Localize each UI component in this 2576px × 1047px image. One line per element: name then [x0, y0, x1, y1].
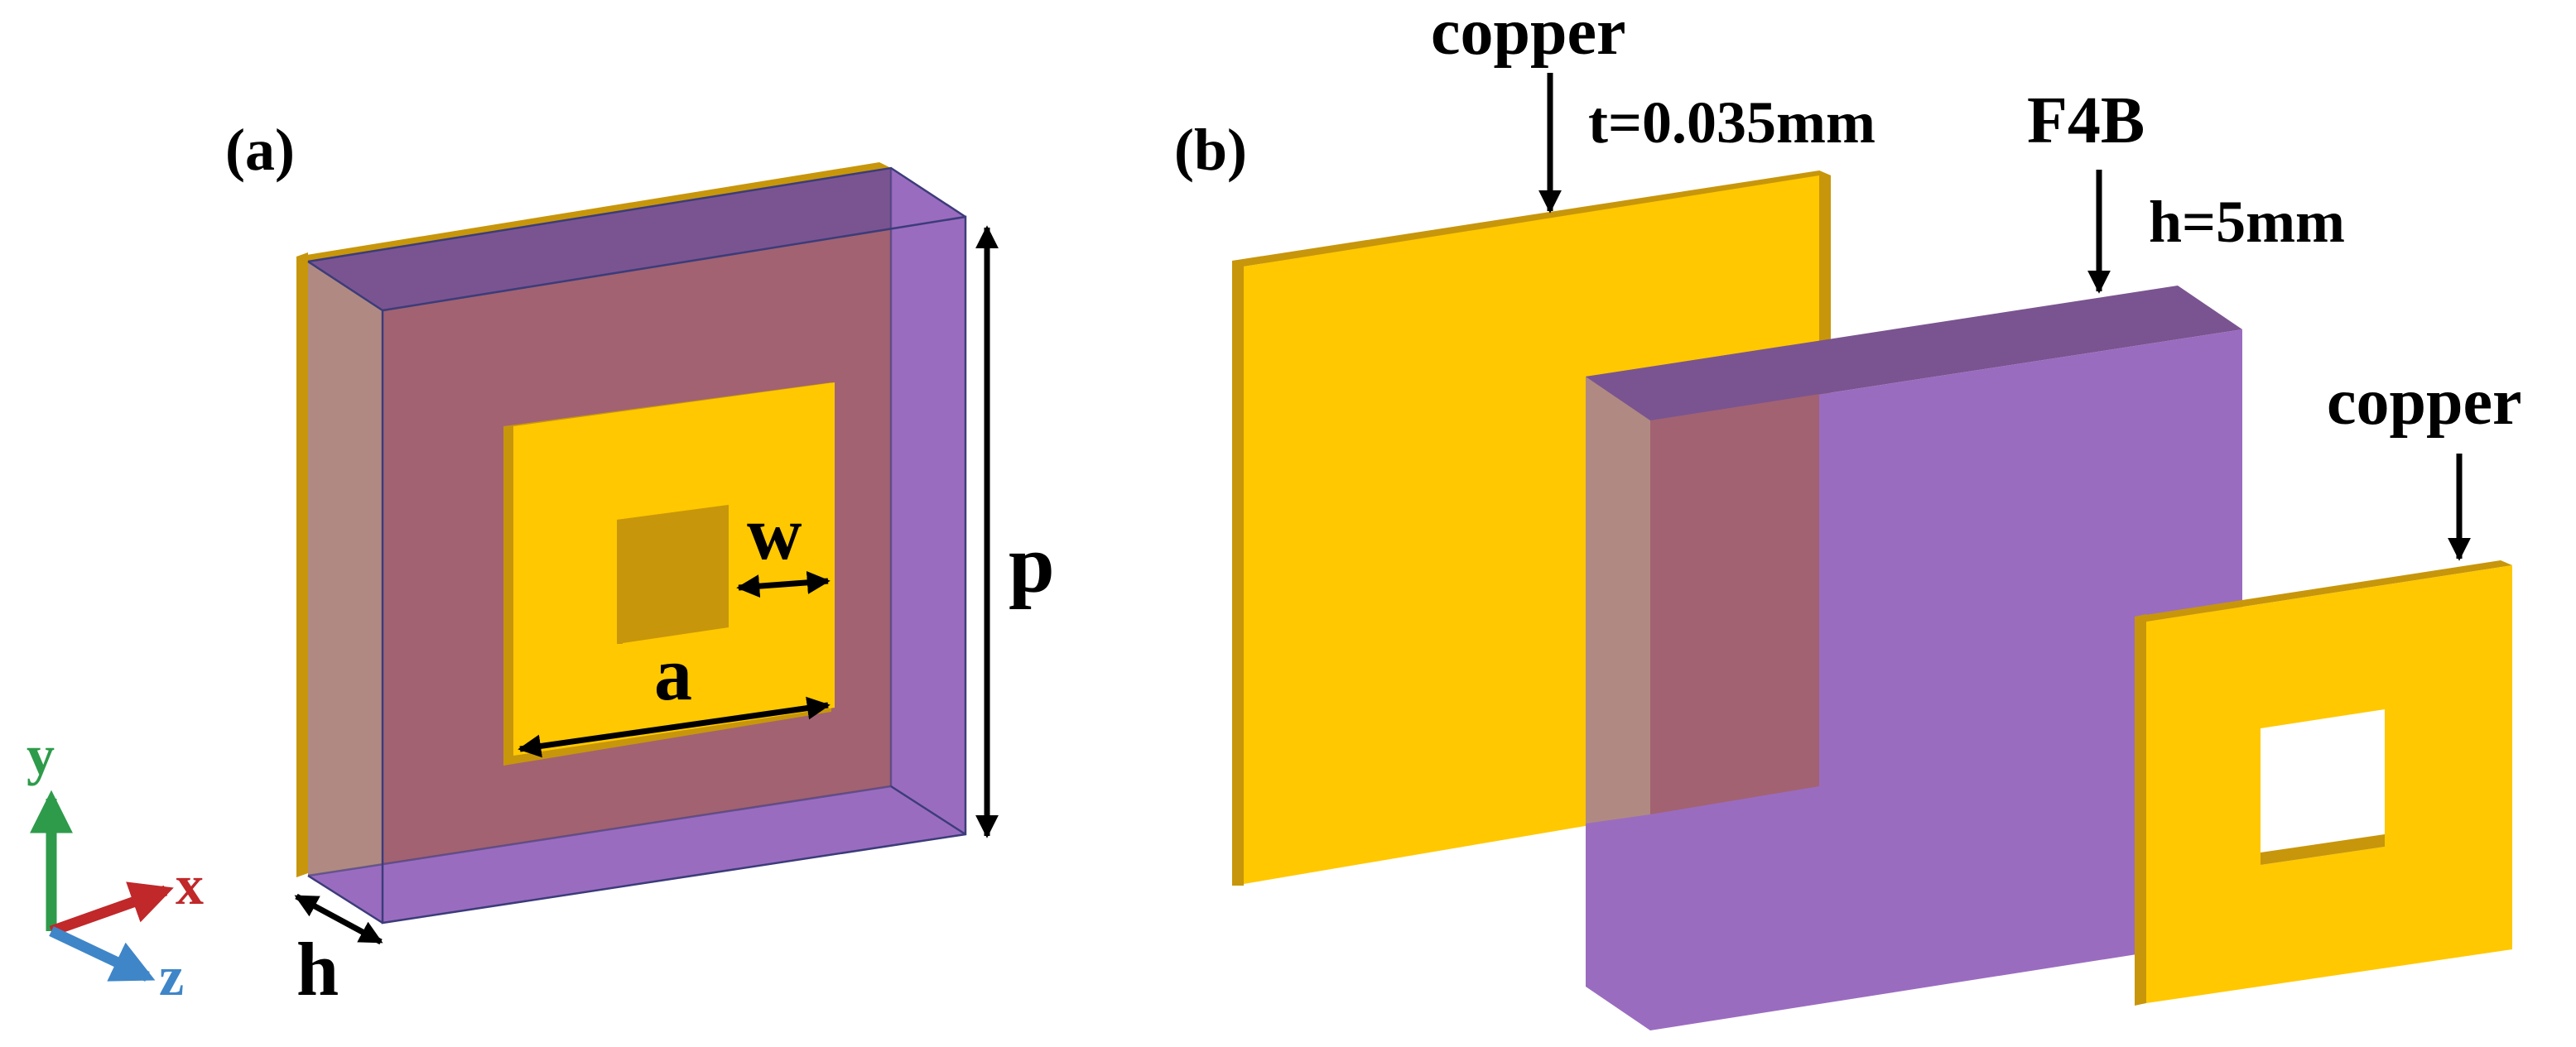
top-copper-thickness: t=0.035mm — [1588, 89, 1875, 156]
x-axis-arrow — [49, 881, 174, 937]
panel-a-label: (a) — [225, 117, 295, 183]
substrate-copper-overlap-top — [1586, 341, 1819, 420]
substrate-top-face — [308, 168, 965, 310]
dim-w-label: w — [747, 491, 802, 575]
coordinate-axes: y x z — [26, 723, 204, 1007]
dim-w-arrow — [736, 570, 831, 598]
front-copper-ring — [513, 382, 835, 756]
substrate-right-face — [891, 168, 965, 834]
back-copper-edge-left — [296, 252, 308, 877]
ring-hole-edge — [617, 505, 729, 644]
bottom-copper-ring — [2146, 565, 2512, 1003]
x-axis-label: x — [176, 853, 204, 916]
substrate-copper-overlap-front — [1650, 394, 1819, 814]
dim-a-arrow — [518, 696, 831, 758]
panel-b-label: (b) — [1174, 117, 1247, 183]
top-copper-edge-left — [1232, 261, 1244, 886]
substrate-edges — [307, 166, 967, 925]
top-copper-label: copper — [1431, 0, 1626, 69]
panel-b: (b) copper t=0.035mm F4B h=5mm copper — [1174, 0, 2522, 1030]
dim-h-label: h — [296, 927, 339, 1011]
dim-a-label: a — [654, 632, 692, 716]
y-axis-label: y — [26, 723, 55, 786]
back-copper-edge-top — [296, 162, 891, 262]
bottom-copper-label: copper — [2327, 366, 2522, 439]
panel-a: (a) w a — [225, 117, 1055, 1011]
top-copper-edge-top — [1232, 170, 1831, 267]
bottom-ring-hole-edge — [2261, 834, 2385, 865]
z-axis-label: z — [159, 944, 184, 1007]
substrate-thickness: h=5mm — [2149, 189, 2345, 255]
substrate-copper-overlap-left — [1586, 377, 1650, 824]
substrate-left-face — [308, 262, 383, 923]
dim-h-arrow — [294, 893, 383, 945]
z-axis-arrow — [49, 926, 156, 982]
substrate-label: F4B — [2027, 84, 2145, 157]
bottom-copper-edge-left — [2135, 614, 2146, 1006]
substrate-bottom-face — [308, 786, 965, 923]
bottom-copper-edge-top — [2135, 560, 2512, 622]
dim-p-label: p — [1009, 518, 1055, 610]
